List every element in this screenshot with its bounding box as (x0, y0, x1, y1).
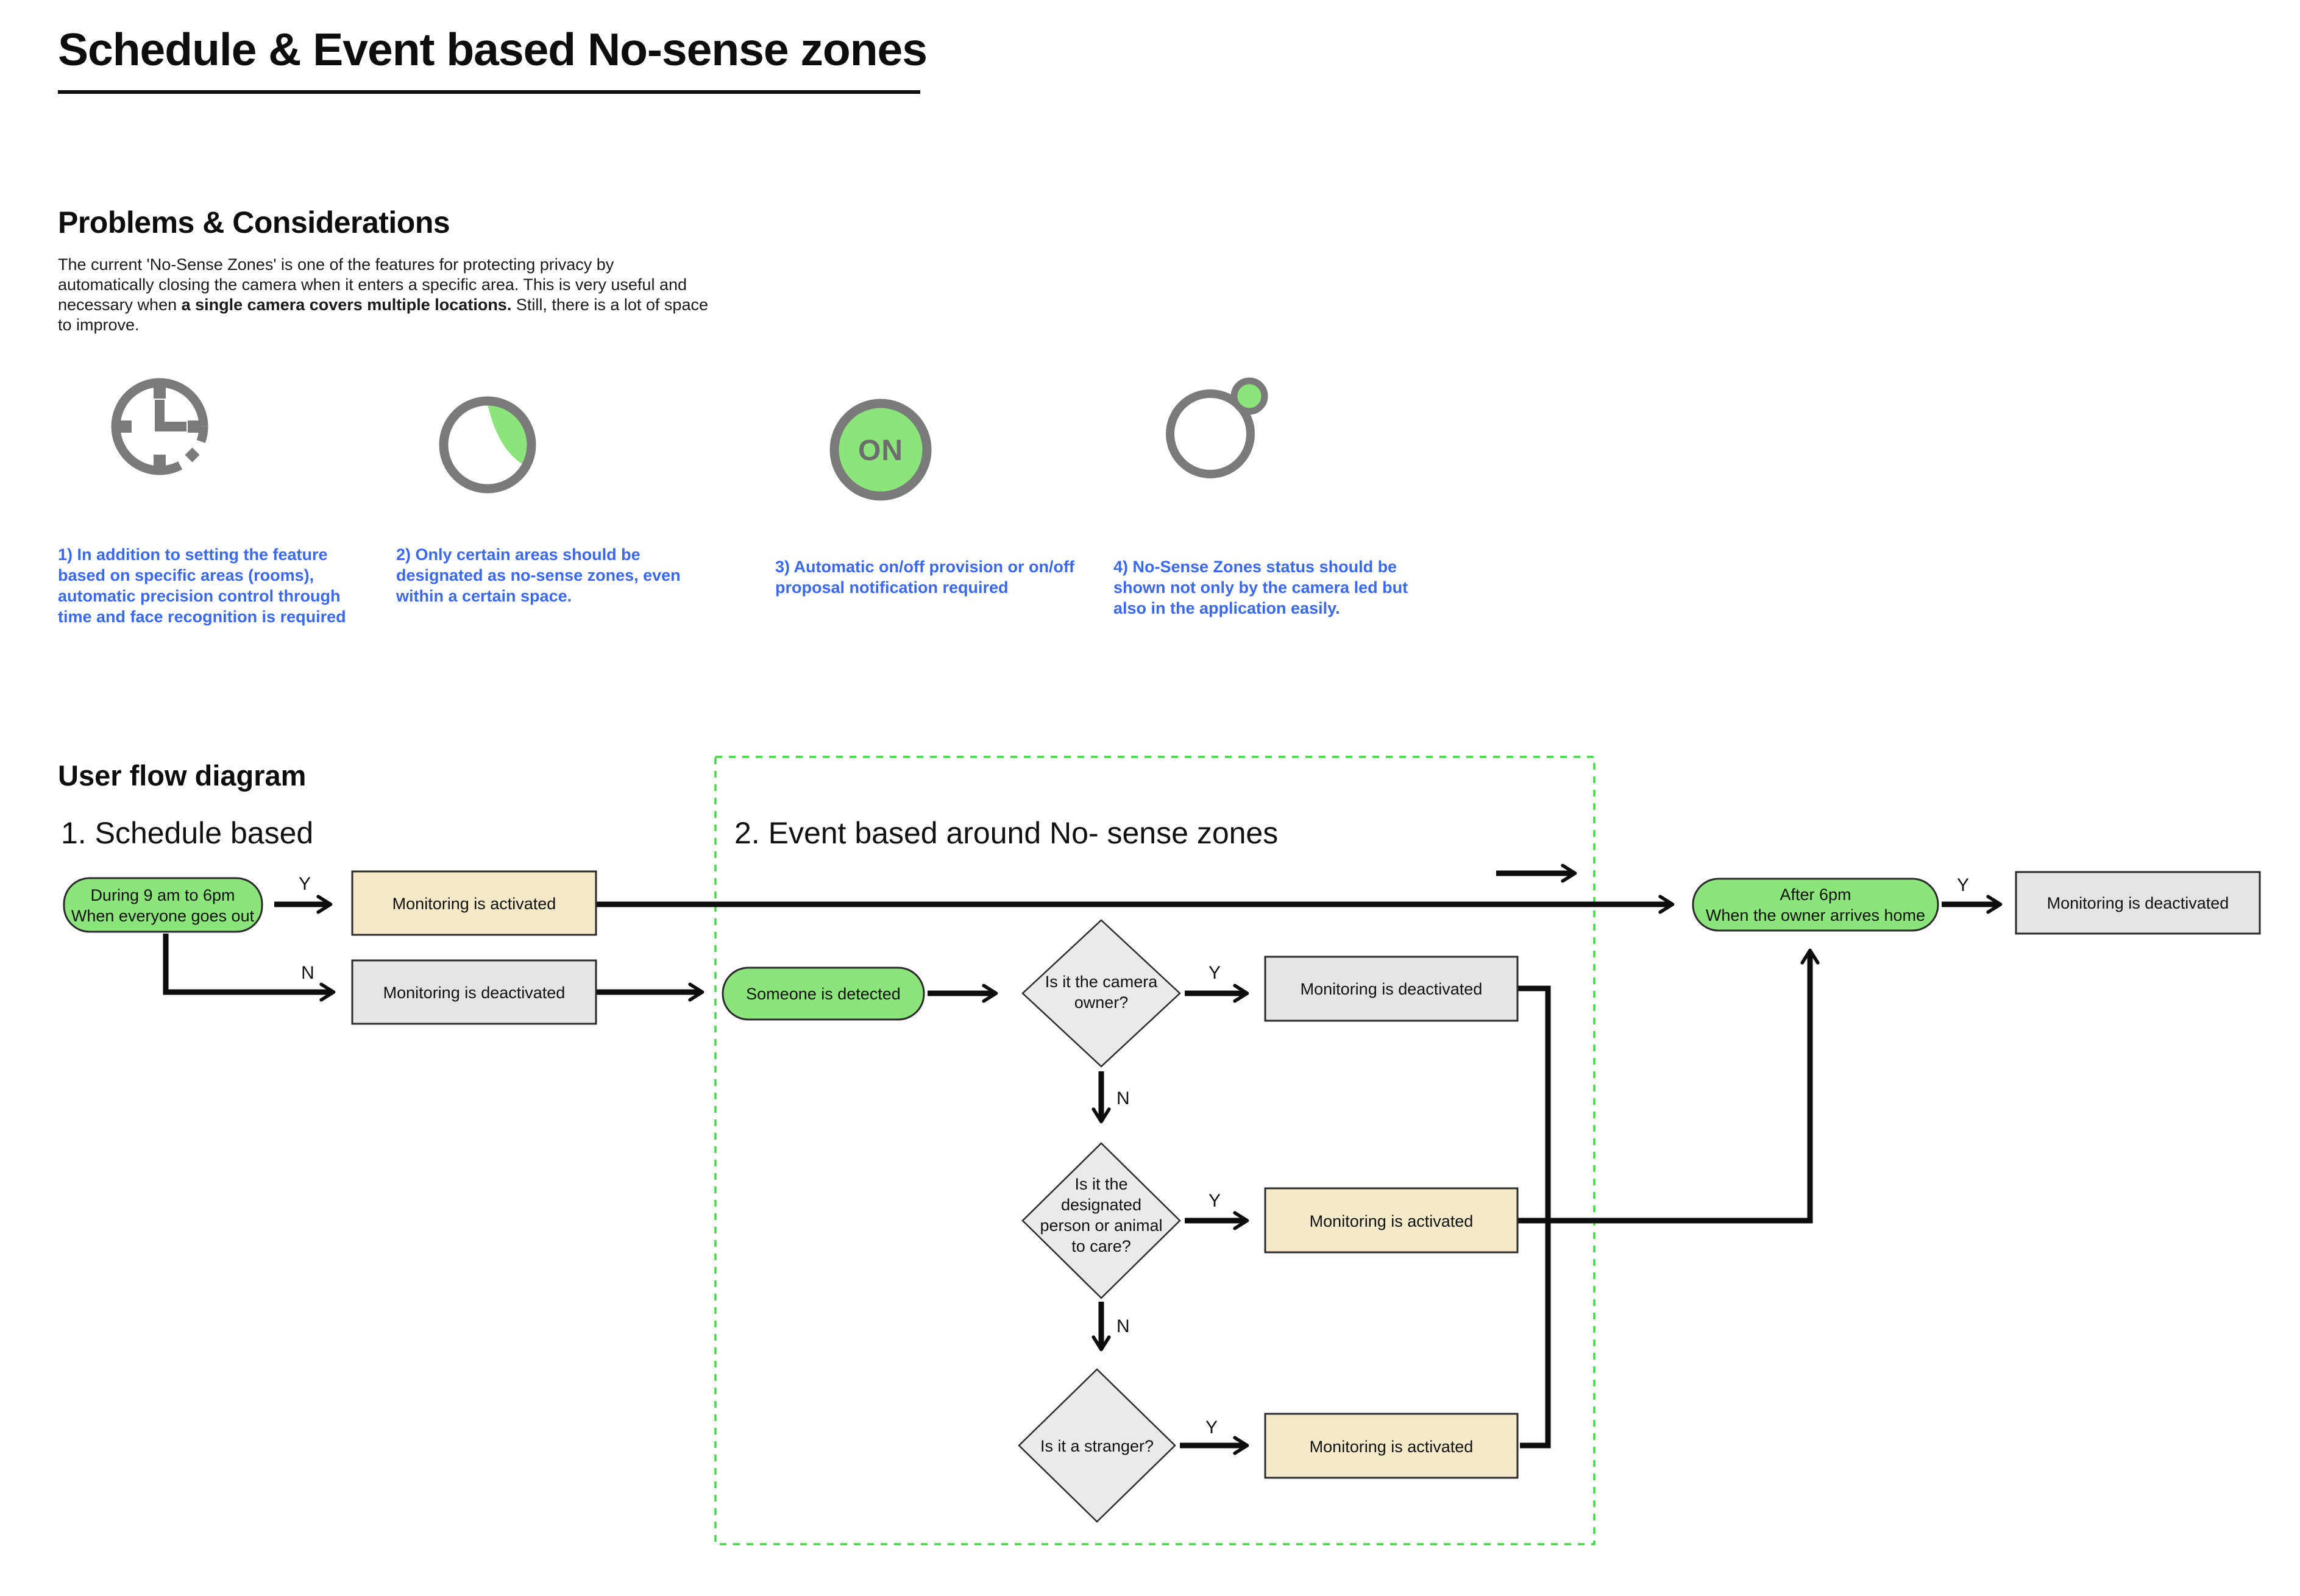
svg-text:Monitoring is activated: Monitoring is activated (1310, 1212, 1474, 1230)
branch-label-y: Y (1205, 1417, 1218, 1438)
consideration-caption-4: 4) No-Sense Zones status should be shown… (1113, 558, 1408, 617)
branch-label-n: N (301, 963, 314, 983)
branch-label-y: Y (1209, 963, 1221, 983)
svg-text:Monitoring is deactivated: Monitoring is deactivated (383, 984, 566, 1002)
svg-text:Is it a stranger?: Is it a stranger? (1040, 1437, 1154, 1455)
consideration-caption-3: 3) Automatic on/off provision or on/off … (775, 558, 1074, 597)
section-schedule-based-label: 1. Schedule based (61, 816, 314, 850)
process-monitoring-deactivated-3: Monitoring is deactivated (2015, 871, 2261, 935)
svg-text:During 9 am to 6pm: During 9 am to 6pm (90, 886, 235, 904)
paragraph-line: necessary when a single camera covers mu… (58, 296, 708, 314)
branch-label-y: Y (1957, 875, 1969, 895)
flow-arrow-schedule-no (163, 934, 332, 992)
page-title: Schedule & Event based No-sense zones (58, 24, 928, 75)
on-indicator-label: ON (858, 434, 903, 467)
section-event-based-label: 2. Event based around No- sense zones (734, 816, 1279, 850)
svg-text:Monitoring is activated: Monitoring is activated (392, 895, 556, 913)
status-dot-icon (1166, 377, 1268, 478)
branch-label-n: N (1116, 1088, 1130, 1108)
process-monitoring-deactivated-1: Monitoring is deactivated (351, 959, 597, 1025)
svg-text:Monitoring is deactivated: Monitoring is deactivated (1301, 980, 1483, 998)
branch-label-n: N (1116, 1316, 1130, 1336)
decision-stranger: Is it a stranger? (1018, 1368, 1176, 1523)
process-monitoring-deactivated-2: Monitoring is deactivated (1264, 956, 1519, 1022)
branch-label-y: Y (299, 874, 311, 894)
pie-zone-icon (439, 396, 536, 494)
svg-text:owner?: owner? (1074, 993, 1129, 1012)
problems-paragraph: The current 'No-Sense Zones' is one of t… (58, 255, 789, 335)
decision-designated-person: Is it the designated person or animal to… (1021, 1142, 1181, 1299)
flow-arrow-loop-to-after6pm (1517, 952, 1810, 1224)
svg-text:Someone is detected: Someone is detected (746, 985, 901, 1003)
clock-icon (111, 378, 208, 475)
svg-text:After 6pm: After 6pm (1780, 885, 1851, 904)
decision-camera-owner: Is it the camera owner? (1021, 919, 1181, 1068)
svg-text:Is it the camera: Is it the camera (1045, 973, 1159, 991)
paragraph-line: automatically closing the camera when it… (58, 275, 687, 294)
problems-heading: Problems & Considerations (58, 205, 450, 239)
svg-text:Is it the: Is it the (1074, 1175, 1127, 1193)
event-zone-boundary (714, 756, 1595, 1545)
userflow-heading: User flow diagram (58, 759, 307, 792)
paragraph-line: The current 'No-Sense Zones' is one of t… (58, 255, 614, 274)
flow-line-right-bus (1517, 985, 1551, 1449)
consideration-caption-1: 1) In addition to setting the feature ba… (58, 545, 346, 626)
on-indicator-icon: ON (829, 399, 932, 501)
svg-text:Monitoring is activated: Monitoring is activated (1310, 1438, 1474, 1456)
svg-text:person or animal: person or animal (1040, 1216, 1162, 1235)
process-monitoring-activated-1: Monitoring is activated (351, 870, 597, 936)
paragraph-line: to improve. (58, 316, 140, 334)
consideration-caption-2: 2) Only certain areas should be designat… (396, 545, 681, 605)
terminator-schedule-start: During 9 am to 6pm When everyone goes ou… (63, 877, 263, 933)
svg-text:When everyone goes out: When everyone goes out (71, 907, 255, 925)
svg-text:to care?: to care? (1071, 1237, 1131, 1255)
terminator-after-6pm: After 6pm When the owner arrives home (1692, 878, 1939, 932)
svg-text:When the owner arrives home: When the owner arrives home (1706, 906, 1925, 924)
terminator-someone-detected: Someone is detected (722, 966, 925, 1021)
svg-text:designated: designated (1061, 1196, 1141, 1214)
title-underline (58, 90, 920, 94)
branch-label-y: Y (1209, 1191, 1221, 1211)
svg-text:Monitoring is deactivated: Monitoring is deactivated (2047, 894, 2229, 912)
process-monitoring-activated-3: Monitoring is activated (1264, 1413, 1519, 1479)
process-monitoring-activated-2: Monitoring is activated (1264, 1187, 1519, 1254)
